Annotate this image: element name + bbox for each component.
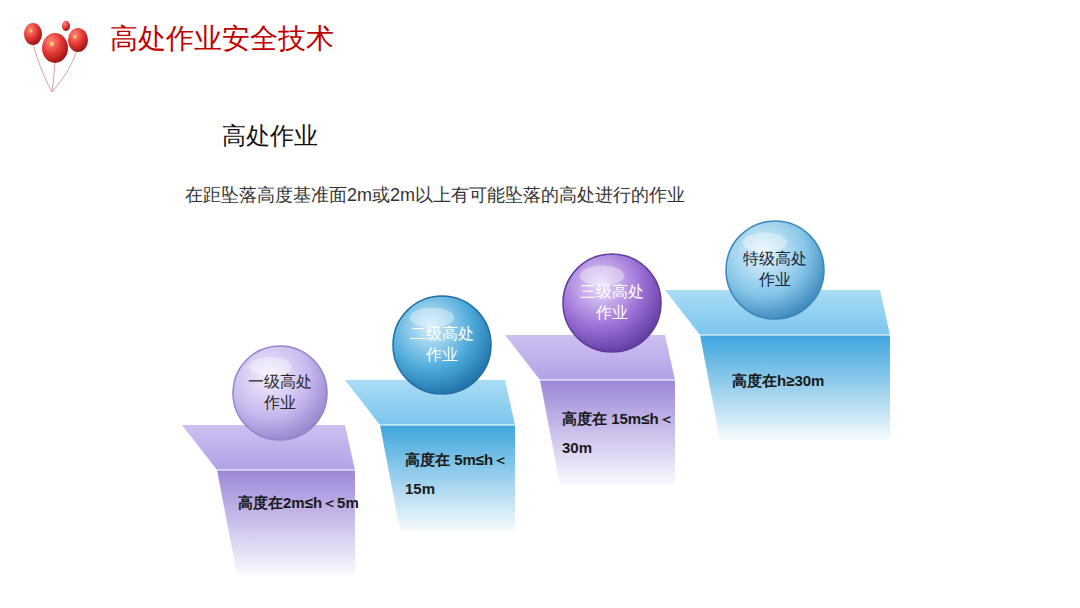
- balloon: [62, 21, 70, 31]
- definition-text: 在距坠落高度基准面2m或2m以上有可能坠落的高处进行的作业: [185, 183, 685, 207]
- sphere: [233, 346, 327, 440]
- step-front-face: [540, 380, 675, 485]
- level-sphere: 三级高处作业: [562, 253, 662, 353]
- step-front-face: [217, 470, 355, 575]
- height-range: 高度在 5m≤h＜15m: [405, 446, 517, 503]
- level-name: 二级高处作业: [409, 324, 475, 366]
- sphere-text-holder: 三级高处作业: [562, 253, 662, 353]
- sphere: [393, 296, 491, 394]
- sphere-text-holder: 二级高处作业: [392, 295, 492, 395]
- balloon: [68, 28, 88, 52]
- level-name: 一级高处作业: [247, 372, 313, 414]
- level-sphere: 二级高处作业: [392, 295, 492, 395]
- sphere-gloss: [410, 308, 455, 328]
- step-edge-highlight: [217, 469, 355, 471]
- height-range: 高度在h≥30m: [732, 367, 824, 396]
- balloon: [42, 33, 68, 63]
- sphere-shape: [232, 345, 328, 441]
- level-name: 三级高处作业: [579, 282, 645, 324]
- sphere-shape: [392, 295, 492, 395]
- step-edge-highlight: [380, 424, 515, 426]
- level-name: 特级高处作业: [742, 249, 808, 291]
- step-front-face: [380, 425, 515, 530]
- sphere: [726, 221, 824, 319]
- level-sphere: 一级高处作业: [232, 345, 328, 441]
- sphere-gloss: [580, 266, 625, 286]
- slide-title: 高处作业安全技术: [110, 20, 334, 58]
- height-range: 高度在 15m≤h＜30m: [562, 405, 680, 462]
- sphere-gloss: [743, 233, 788, 253]
- sphere: [563, 254, 661, 352]
- step-front-face: [700, 335, 890, 440]
- sphere-shape: [725, 220, 825, 320]
- step-edge-highlight: [540, 379, 675, 381]
- sphere-text-holder: 一级高处作业: [232, 345, 328, 441]
- height-range: 高度在2m≤h＜5m: [238, 489, 359, 518]
- level-sphere: 特级高处作业: [725, 220, 825, 320]
- sphere-text-holder: 特级高处作业: [725, 220, 825, 320]
- section-heading: 高处作业: [222, 120, 318, 152]
- sphere-shape: [562, 253, 662, 353]
- height-step: 高度在2m≤h＜5m: [182, 425, 363, 575]
- height-step: 高度在 5m≤h＜15m: [345, 380, 521, 530]
- step-edge-highlight: [700, 334, 890, 336]
- height-step: 高度在 15m≤h＜30m: [505, 335, 684, 485]
- balloon-stars: [30, 30, 77, 46]
- balloon: [24, 23, 42, 45]
